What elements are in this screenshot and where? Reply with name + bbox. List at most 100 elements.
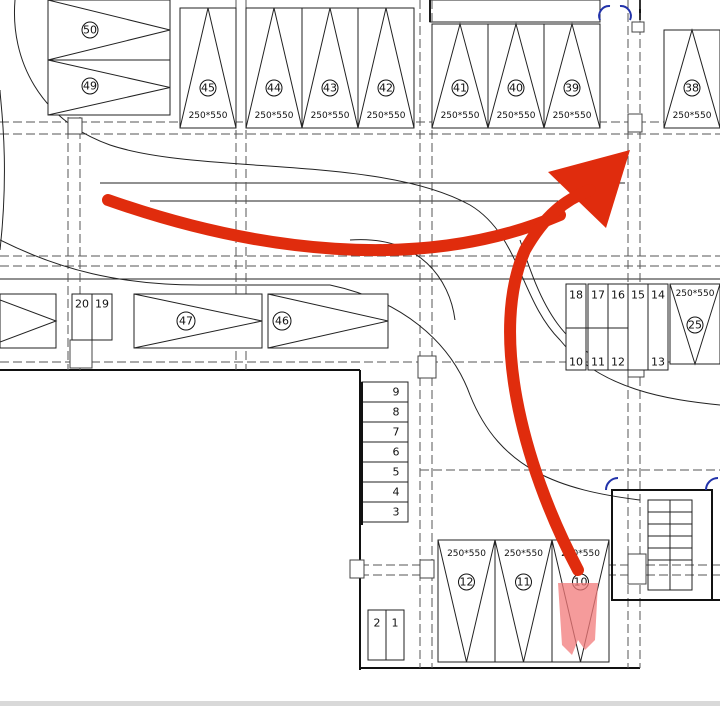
spot-wedge bbox=[543, 22, 601, 129]
stairwell bbox=[598, 4, 719, 601]
left-spots: 50 49 bbox=[47, 0, 171, 116]
spot-number-badge bbox=[321, 79, 339, 97]
column bbox=[349, 559, 365, 579]
spot-outline bbox=[47, 59, 171, 116]
spot-wedge bbox=[47, 59, 171, 116]
spot-outline bbox=[494, 539, 553, 663]
spot-wedge bbox=[494, 539, 553, 663]
spot-number: 11 bbox=[517, 576, 531, 589]
spot-number: 49 bbox=[83, 80, 97, 93]
spot-number: 47 bbox=[179, 315, 193, 328]
column bbox=[69, 339, 93, 369]
compact-spot-number: 15 bbox=[631, 289, 645, 302]
parking-spot: 42 250*550 bbox=[357, 7, 415, 129]
spot-size: 250*550 bbox=[676, 289, 715, 299]
spot-number: 42 bbox=[379, 82, 393, 95]
stack-spot-number: 9 bbox=[393, 386, 400, 399]
parking-spot: 50 bbox=[47, 0, 171, 61]
corner-spot bbox=[385, 609, 405, 661]
column bbox=[419, 559, 435, 579]
small-spot bbox=[91, 293, 113, 341]
spot-number-badge bbox=[451, 79, 469, 97]
stack-spot bbox=[361, 381, 409, 403]
column bbox=[627, 553, 647, 585]
bottom-bar bbox=[0, 701, 720, 706]
compact-spot bbox=[565, 283, 587, 371]
spot-number-badge bbox=[265, 79, 283, 97]
spot-number-badge bbox=[563, 79, 581, 97]
spot-wedge bbox=[179, 7, 237, 129]
stack-spot bbox=[361, 421, 409, 443]
spot-outline bbox=[357, 7, 415, 129]
spot-wedge bbox=[47, 0, 171, 61]
top-row-spots: 45250*55044250*55043250*55042250*5504125… bbox=[179, 7, 720, 129]
spot-size: 250*550 bbox=[311, 111, 350, 121]
spot-wedge bbox=[431, 22, 489, 129]
spot-wedge bbox=[669, 283, 720, 366]
room-top bbox=[429, 0, 601, 23]
spot-outline bbox=[133, 293, 263, 349]
spot-wedge bbox=[301, 7, 359, 129]
spot-size: 250*550 bbox=[504, 549, 543, 559]
stack-spot bbox=[361, 481, 409, 503]
ramp-curve bbox=[349, 239, 456, 321]
spot-outline bbox=[179, 7, 237, 129]
spot-size: 250*550 bbox=[673, 111, 712, 121]
spot-size: 250*550 bbox=[255, 111, 294, 121]
stack-spot-number: 4 bbox=[393, 486, 400, 499]
spot-size: 250*550 bbox=[189, 111, 228, 121]
compact-spot-number: 14 bbox=[651, 289, 665, 302]
column bbox=[67, 117, 83, 135]
spot-number: 50 bbox=[83, 24, 97, 37]
door-icon bbox=[619, 4, 632, 21]
spot-outline bbox=[301, 7, 359, 129]
spot-number-badge bbox=[81, 21, 99, 39]
ramp-curve bbox=[0, 89, 5, 251]
spot-number: 41 bbox=[453, 82, 467, 95]
spot-number: 38 bbox=[685, 82, 699, 95]
compact-spot-number: 10 bbox=[569, 356, 583, 369]
spot-number-badge bbox=[199, 79, 217, 97]
spot-wedge bbox=[551, 539, 610, 663]
spot-wedge bbox=[0, 299, 58, 343]
column bbox=[417, 355, 437, 379]
stack-spot bbox=[361, 461, 409, 483]
spot-number-badge bbox=[377, 79, 395, 97]
spot-size: 250*550 bbox=[367, 111, 406, 121]
stack-spot-number: 8 bbox=[393, 406, 400, 419]
column bbox=[631, 21, 645, 33]
stack-spot bbox=[361, 441, 409, 463]
spot-wedge bbox=[357, 7, 415, 129]
spot-number-badge bbox=[272, 311, 292, 331]
stack-spot-number: 3 bbox=[393, 506, 400, 519]
parking-spot: 11 250*550 bbox=[494, 539, 553, 663]
compact-spot-number: 12 bbox=[611, 356, 625, 369]
highlighted-spot-marker bbox=[558, 583, 598, 655]
arrow-vertical bbox=[504, 184, 596, 576]
compact-spot bbox=[647, 283, 669, 371]
spot-number-badge bbox=[507, 79, 525, 97]
parking-spot: 49 bbox=[47, 59, 171, 116]
spot-number-badge bbox=[458, 573, 475, 591]
spot-number-badge bbox=[176, 311, 196, 331]
compact-spot-number: 11 bbox=[591, 356, 605, 369]
spot-number: 12 bbox=[460, 576, 474, 589]
small-spot-number: 19 bbox=[95, 298, 109, 311]
spot-outline bbox=[245, 7, 303, 129]
compact-spot-number: 16 bbox=[611, 289, 625, 302]
parking-spot: 47 bbox=[133, 293, 263, 349]
compact-spot-number: 17 bbox=[591, 289, 605, 302]
spot-wedge bbox=[133, 293, 263, 349]
door-icon bbox=[705, 477, 719, 491]
spot-wedge bbox=[267, 293, 389, 349]
